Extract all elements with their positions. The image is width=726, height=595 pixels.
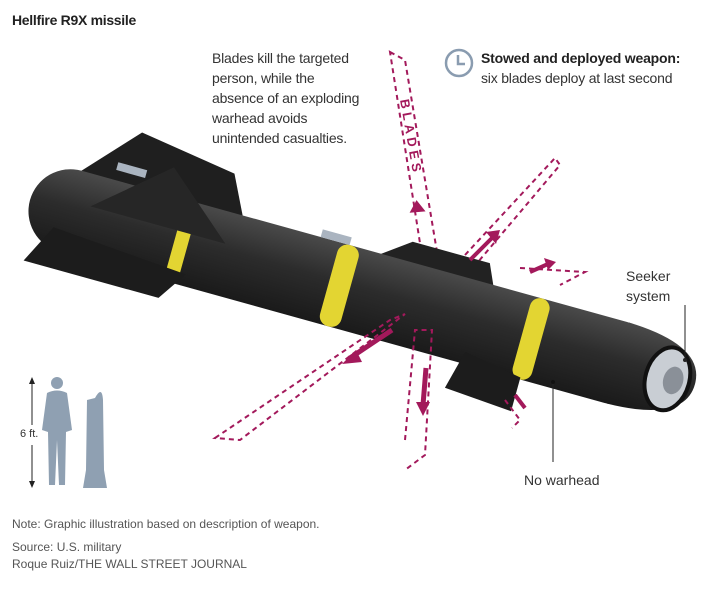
description-line: person, while the (212, 70, 315, 86)
blade-outlines-front (212, 313, 522, 471)
scale-label: 6 ft. (20, 428, 39, 440)
description: Blades kill the targeted person, while t… (212, 48, 359, 148)
page-title: Hellfire R9X missile (12, 12, 136, 28)
seeker-label: Seeker system (626, 266, 670, 306)
stowed-heading: Stowed and deployed weapon: (481, 50, 681, 66)
fin (23, 227, 186, 298)
seeker-label-line: system (626, 288, 671, 304)
footer-credit: Roque Ruiz/THE WALL STREET JOURNAL (12, 557, 247, 571)
fin (90, 167, 226, 244)
deploy-arrows (342, 200, 556, 416)
description-line: Blades kill the targeted (212, 50, 349, 66)
stowed-text: six blades deploy at last second (481, 70, 673, 86)
description-line: warhead avoids (212, 110, 308, 126)
missile-body (23, 132, 697, 413)
band (512, 298, 550, 380)
stowed-note: Stowed and deployed weapon: six blades d… (481, 48, 680, 88)
scale-comparison (29, 377, 107, 488)
no-warhead-label: No warhead (524, 472, 600, 488)
description-line: absence of an exploding (212, 90, 360, 106)
fin (377, 241, 494, 288)
band (319, 244, 359, 327)
launch-lug (116, 162, 148, 178)
clock-icon (444, 48, 474, 78)
missile-silhouette-icon (83, 391, 107, 488)
seeker-label-line: Seeker (626, 268, 671, 284)
footer-note: Note: Graphic illustration based on desc… (12, 517, 320, 531)
launch-lug (320, 229, 352, 246)
blades-label: BLADES (397, 98, 425, 177)
footer-source: Source: U.S. military (12, 540, 122, 554)
human-silhouette-icon (42, 377, 72, 485)
fin (444, 351, 521, 412)
description-line: unintended casualties. (212, 130, 347, 146)
